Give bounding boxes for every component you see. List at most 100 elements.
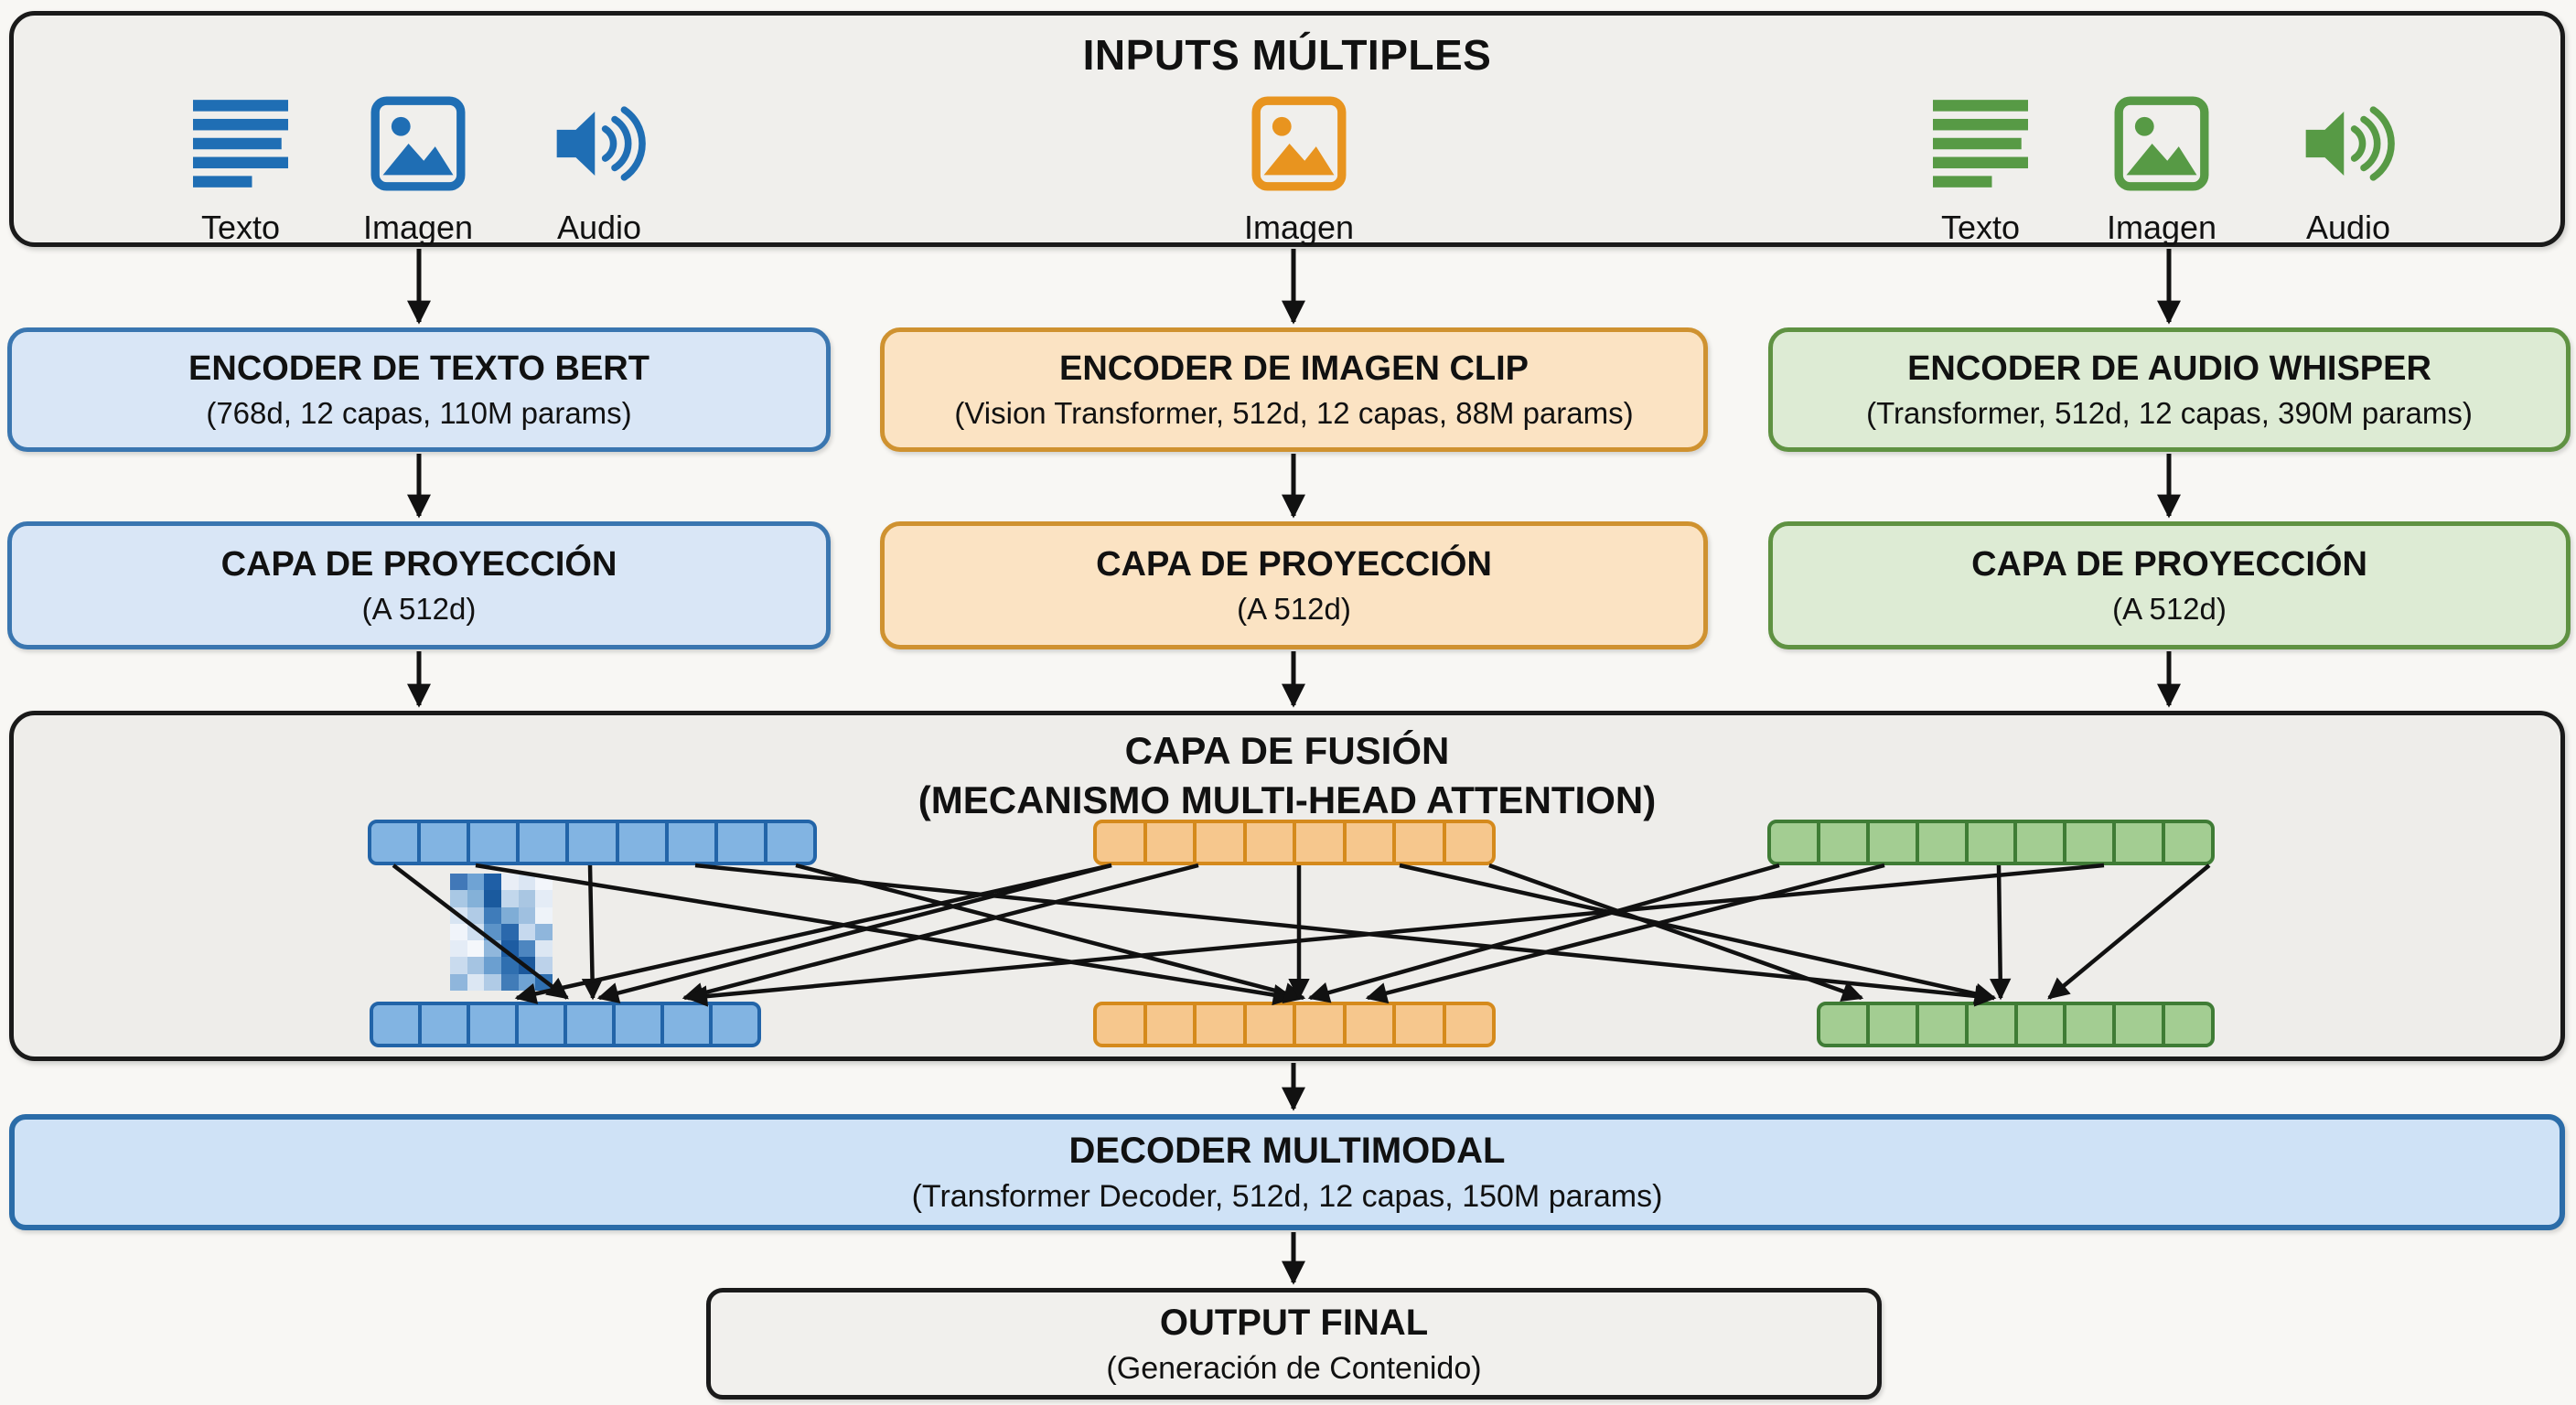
token-strip-text-bottom (370, 1002, 761, 1047)
token-cell (1093, 1002, 1147, 1047)
decoder-title: DECODER MULTIMODAL (1068, 1131, 1506, 1172)
heatmap-cell (518, 940, 536, 958)
token-cell (1193, 820, 1247, 865)
heatmap-cell (500, 923, 519, 941)
heatmap-cell (535, 906, 553, 924)
heatmap-cell (500, 957, 519, 974)
heatmap-cell (500, 940, 519, 958)
heatmap-cell (518, 973, 536, 991)
heatmap-cell (518, 874, 536, 891)
encoder-subtitle: (Transformer, 512d, 12 capas, 390M param… (1866, 396, 2473, 431)
token-strip-audio-top (1767, 820, 2216, 865)
token-cell (1442, 820, 1496, 865)
token-cell (2013, 820, 2067, 865)
output-title: OUTPUT FINAL (1159, 1302, 1429, 1343)
input-item-audio-left: Audio (508, 96, 691, 247)
token-cell (1242, 820, 1296, 865)
token-cell (2112, 1002, 2166, 1047)
input-label: Audio (556, 209, 642, 246)
token-cell (564, 1002, 616, 1047)
projection-imagen-box: CAPA DE PROYECCIÓN (A 512d) (880, 521, 1708, 649)
heatmap-cell (535, 940, 553, 958)
projection-subtitle: (A 512d) (361, 592, 477, 627)
encoder-title: ENCODER DE IMAGEN CLIP (1058, 349, 1530, 388)
token-cell (516, 820, 570, 865)
token-cell (1865, 820, 1919, 865)
inputs-title: INPUTS MÚLTIPLES (1082, 31, 1492, 79)
token-cell (664, 820, 718, 865)
heatmap-cell (450, 890, 467, 907)
token-cell (1342, 820, 1396, 865)
token-cell (660, 1002, 713, 1047)
token-cell (565, 820, 619, 865)
token-cell (2162, 820, 2216, 865)
token-cell (370, 1002, 422, 1047)
token-cell (2063, 820, 2117, 865)
input-item-imagen-left: Imagen (327, 96, 510, 247)
heatmap-cell (450, 973, 467, 991)
token-cell (714, 820, 767, 865)
projection-texto-box: CAPA DE PROYECCIÓN (A 512d) (7, 521, 831, 649)
heatmap-cell (450, 906, 467, 924)
input-label: Texto (1940, 209, 2021, 246)
image-icon (370, 96, 466, 191)
heatmap-cell (484, 874, 501, 891)
heatmap-cell (450, 940, 467, 958)
projection-title: CAPA DE PROYECCIÓN (1971, 544, 2367, 584)
token-cell (2063, 1002, 2117, 1047)
text-lines-icon (193, 96, 288, 191)
token-cell (1293, 820, 1347, 865)
heatmap-cell (467, 940, 485, 958)
token-cell (1865, 1002, 1919, 1047)
encoder-audio-whisper-box: ENCODER DE AUDIO WHISPER (Transformer, 5… (1768, 327, 2571, 452)
speaker-icon (552, 96, 647, 191)
decoder-box: DECODER MULTIMODAL (Transformer Decoder,… (9, 1114, 2565, 1230)
token-cell (1964, 820, 2018, 865)
heatmap-cell (467, 890, 485, 907)
token-cell (1767, 820, 1820, 865)
heatmap-cell (467, 957, 485, 974)
heatmap-cell (518, 906, 536, 924)
input-label: Imagen (2106, 209, 2217, 246)
token-cell (515, 1002, 567, 1047)
heatmap-cell (467, 874, 485, 891)
token-cell (467, 1002, 519, 1047)
encoder-subtitle: (768d, 12 capas, 110M params) (206, 396, 632, 431)
token-strip-image-top (1093, 820, 1496, 865)
token-cell (1193, 1002, 1247, 1047)
projection-audio-box: CAPA DE PROYECCIÓN (A 512d) (1768, 521, 2571, 649)
heatmap-cell (484, 923, 501, 941)
input-label: Audio (2305, 209, 2391, 246)
token-cell (1392, 1002, 1446, 1047)
text-lines-icon (1933, 96, 2028, 191)
heatmap-cell (500, 874, 519, 891)
token-cell (2112, 820, 2166, 865)
fusion-title-line: CAPA DE FUSIÓN (1124, 729, 1450, 772)
token-cell (1915, 820, 1969, 865)
token-cell (612, 1002, 664, 1047)
heatmap-cell (484, 940, 501, 958)
token-cell (1817, 1002, 1870, 1047)
input-label: Imagen (1243, 209, 1355, 246)
heatmap-cell (500, 890, 519, 907)
token-cell (1342, 1002, 1396, 1047)
fusion-title: CAPA DE FUSIÓN (MECANISMO MULTI-HEAD ATT… (14, 726, 2560, 825)
token-cell (418, 1002, 470, 1047)
heatmap-cell (535, 973, 553, 991)
encoder-subtitle: (Vision Transformer, 512d, 12 capas, 88M… (954, 396, 1634, 431)
token-cell (1816, 820, 1870, 865)
heatmap-cell (484, 890, 501, 907)
token-cell (368, 820, 422, 865)
token-cell (467, 820, 521, 865)
heatmap-cell (467, 973, 485, 991)
heatmap-cell (484, 957, 501, 974)
token-cell (1293, 1002, 1347, 1047)
heatmap-cell (518, 923, 536, 941)
token-strip-audio-bottom (1817, 1002, 2215, 1047)
heatmap-cell (484, 906, 501, 924)
token-cell (1392, 820, 1446, 865)
token-strip-image-bottom (1093, 1002, 1496, 1047)
projection-title: CAPA DE PROYECCIÓN (1096, 544, 1492, 584)
heatmap-cell (450, 874, 467, 891)
input-item-audio-right: Audio (2257, 96, 2440, 247)
